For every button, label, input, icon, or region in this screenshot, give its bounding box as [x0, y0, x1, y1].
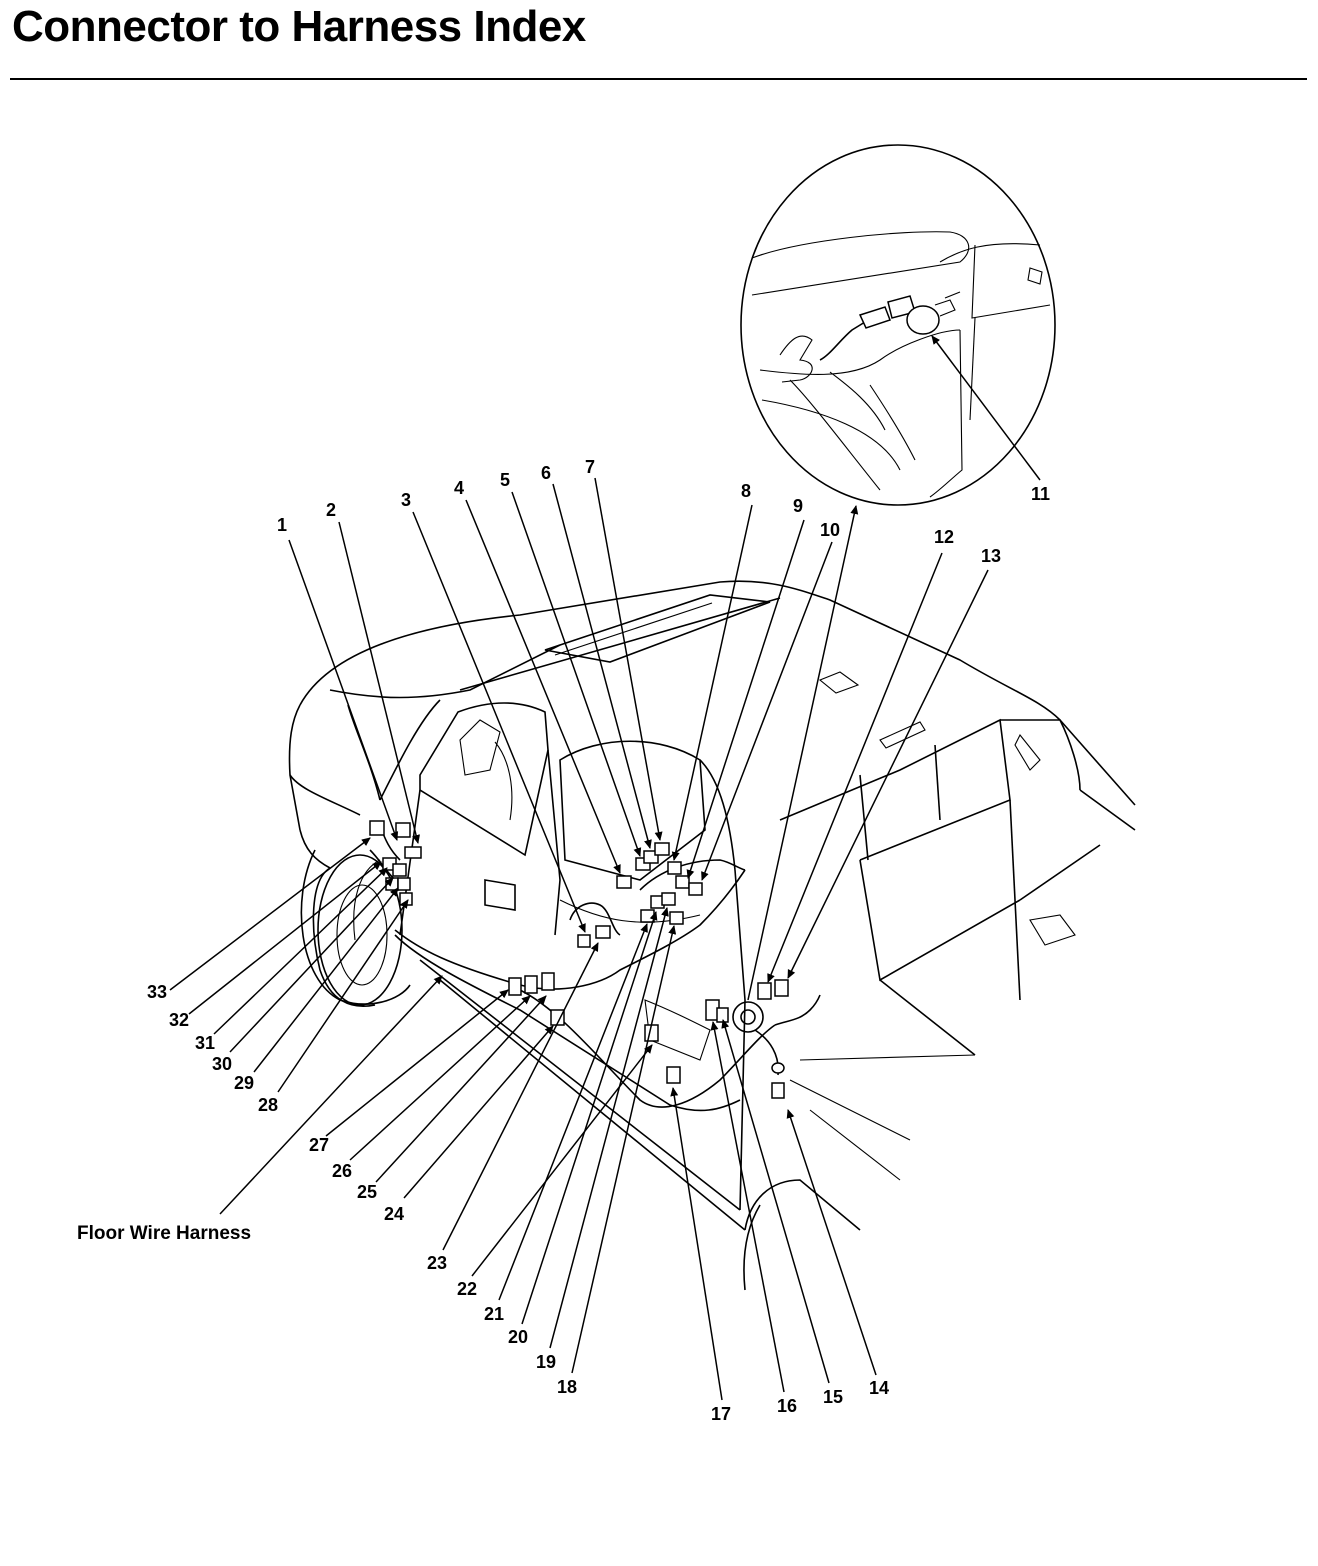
callout-22: 22	[457, 1279, 477, 1299]
callout-25: 25	[357, 1182, 377, 1202]
callout-18: 18	[557, 1377, 577, 1397]
callout-4: 4	[454, 478, 464, 498]
callout-14: 14	[869, 1378, 889, 1398]
callout-numbers: 1 2 3 4 5 6 7 8 9 10 11 12 13 14 15 16 1…	[77, 457, 1050, 1424]
callout-26: 26	[332, 1161, 352, 1181]
callout-20: 20	[508, 1327, 528, 1347]
callout-32: 32	[169, 1010, 189, 1030]
callout-21: 21	[484, 1304, 504, 1324]
callout-33: 33	[147, 982, 167, 1002]
callout-1: 1	[277, 515, 287, 535]
callout-15: 15	[823, 1387, 843, 1407]
callout-3: 3	[401, 490, 411, 510]
callout-24: 24	[384, 1204, 404, 1224]
callout-30: 30	[212, 1054, 232, 1074]
page-title: Connector to Harness Index	[12, 2, 586, 51]
callout-10: 10	[820, 520, 840, 540]
title-rule	[10, 78, 1307, 80]
leader-lines	[169, 335, 1041, 1401]
callout-5: 5	[500, 470, 510, 490]
callout-8: 8	[741, 481, 751, 501]
connectors	[369, 820, 789, 1099]
floor-wire-harness-label: Floor Wire Harness	[77, 1223, 251, 1244]
callout-7: 7	[585, 457, 595, 477]
callout-13: 13	[981, 546, 1001, 566]
callout-23: 23	[427, 1253, 447, 1273]
callout-12: 12	[934, 527, 954, 547]
callout-2: 2	[326, 500, 336, 520]
callout-17: 17	[711, 1404, 731, 1424]
detail-inset	[740, 144, 1056, 506]
callout-29: 29	[234, 1073, 254, 1093]
callout-9: 9	[793, 496, 803, 516]
callout-19: 19	[536, 1352, 556, 1372]
callout-6: 6	[541, 463, 551, 483]
callout-16: 16	[777, 1396, 797, 1416]
callout-11: 11	[1031, 484, 1050, 504]
callout-28: 28	[258, 1095, 278, 1115]
callout-31: 31	[195, 1033, 215, 1053]
callout-27: 27	[309, 1135, 329, 1155]
